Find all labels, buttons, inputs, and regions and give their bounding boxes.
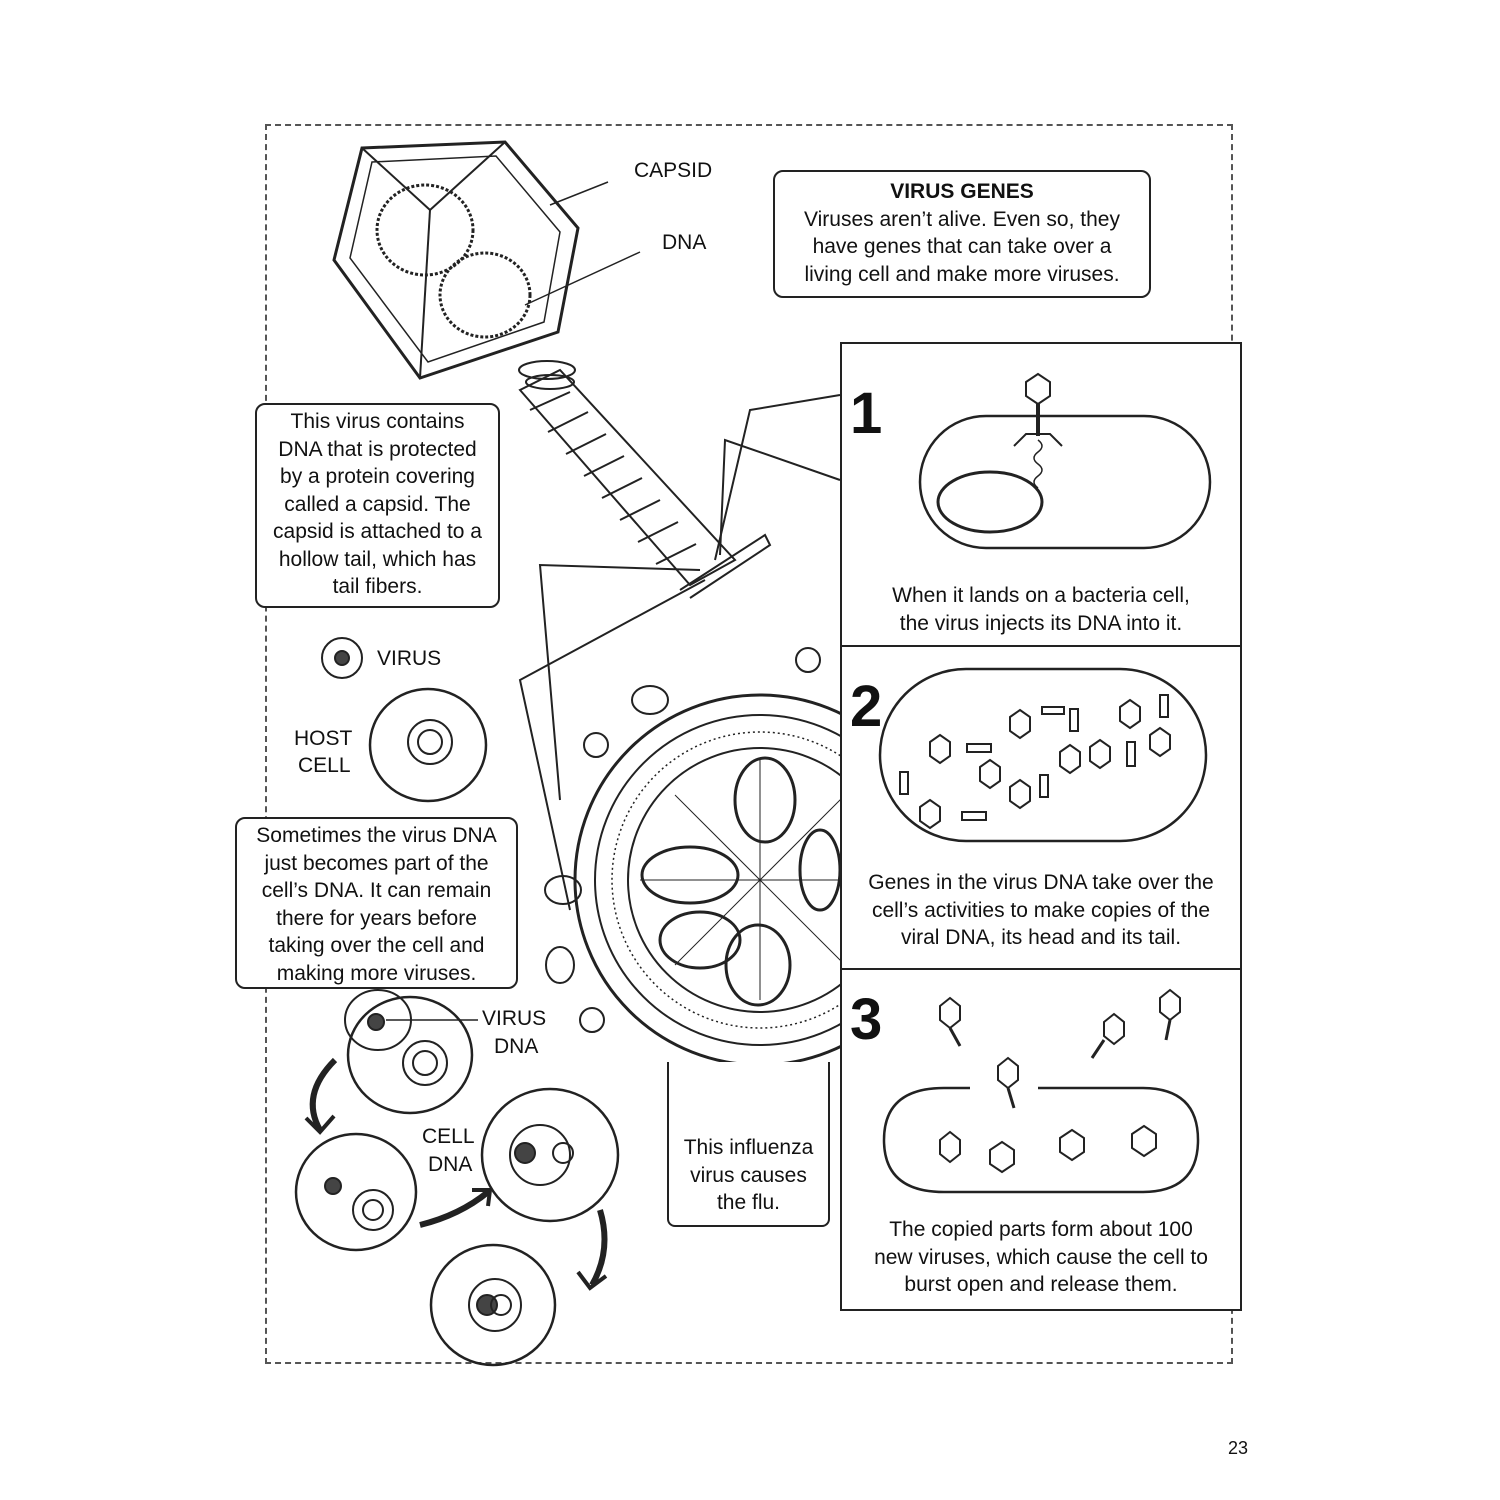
phage-note-line: called a capsid. The — [284, 492, 471, 516]
virus-label: VIRUS — [377, 647, 442, 670]
step-number: 1 — [850, 381, 883, 446]
bacterium-replication-drawing — [878, 667, 1208, 843]
cell-dna-label-line1: CELL — [422, 1125, 475, 1148]
host-cell-label-line1: HOST — [294, 727, 353, 750]
virus-genes-line: have genes that can take over a — [812, 235, 1112, 258]
lysogenic-note-line: just becomes part of the — [264, 851, 489, 875]
step-caption-line: new viruses, which cause the cell to — [874, 1245, 1208, 1269]
phage-capsid-drawing — [332, 140, 641, 380]
phage-note-line: capsid is attached to a — [273, 520, 482, 543]
phage-tail-drawing — [518, 360, 841, 911]
virus-genes-box: VIRUS GENES Viruses aren’t alive. Even s… — [773, 170, 1151, 298]
lysogenic-note-line: Sometimes the virus DNA — [256, 824, 497, 847]
step-caption-line: viral DNA, its head and its tail. — [900, 926, 1182, 949]
lysogenic-note-line: making more viruses. — [276, 961, 477, 985]
bacterium-burst-drawing — [882, 988, 1200, 1194]
virus-genes-title: VIRUS GENES — [890, 180, 1034, 203]
cell-legend-drawing — [321, 637, 488, 803]
bacterium-infection-drawing — [918, 372, 1212, 550]
phage-note-line: DNA that is protected — [278, 437, 477, 461]
phage-note-line: by a protein covering — [280, 465, 475, 488]
phage-note-line: hollow tail, which has — [278, 547, 477, 571]
step-panel-3: 3 The copied parts form about 100 new vi… — [840, 968, 1242, 1311]
step-number: 3 — [850, 987, 883, 1052]
lysogenic-description-box: Sometimes the virus DNA just becomes par… — [235, 817, 518, 989]
lysogenic-cycle-drawing — [294, 989, 620, 1367]
phage-note-line: tail fibers. — [332, 575, 423, 598]
virus-genes-line: living cell and make more viruses. — [804, 262, 1120, 286]
virus-genes-line: Viruses aren’t alive. Even so, they — [804, 207, 1120, 231]
influenza-note-line: virus causes — [690, 1163, 807, 1187]
step-caption-line: burst open and release them. — [904, 1273, 1178, 1296]
lysogenic-note-line: cell’s DNA. It can remain — [261, 879, 492, 902]
step-caption-line: cell’s activities to make copies of the — [871, 898, 1211, 922]
step-number: 2 — [850, 674, 883, 739]
virus-dna-label-line1: VIRUS — [482, 1007, 547, 1030]
cell-dna-label-line2: DNA — [428, 1153, 473, 1176]
step-caption-line: The copied parts form about 100 — [889, 1218, 1193, 1241]
step-caption-line: When it lands on a bacteria cell, — [892, 584, 1190, 607]
dna-label: DNA — [662, 231, 707, 254]
influenza-note-line: This influenza — [683, 1136, 814, 1159]
page-number: 23 — [1228, 1438, 1249, 1458]
capsid-label: CAPSID — [634, 159, 713, 182]
virus-dna-label-line2: DNA — [494, 1035, 539, 1058]
step-panel-2: 2 Genes in the virus DNA take over the c… — [840, 645, 1242, 970]
step-caption-line: the virus injects its DNA into it. — [899, 611, 1183, 635]
influenza-description-box: This influenza virus causes the flu. — [667, 1062, 830, 1227]
phage-note-line: This virus contains — [290, 410, 465, 433]
step-caption-line: Genes in the virus DNA take over the — [868, 871, 1214, 894]
lysogenic-note-line: taking over the cell and — [268, 934, 485, 957]
influenza-note-line: the flu. — [716, 1191, 781, 1214]
step-panel-1: 1 When it lands on a bacteria cell, the … — [840, 342, 1242, 647]
host-cell-label-line2: CELL — [298, 754, 351, 777]
phage-description-box: This virus contains DNA that is protecte… — [255, 403, 500, 608]
lysogenic-note-line: there for years before — [276, 906, 477, 930]
